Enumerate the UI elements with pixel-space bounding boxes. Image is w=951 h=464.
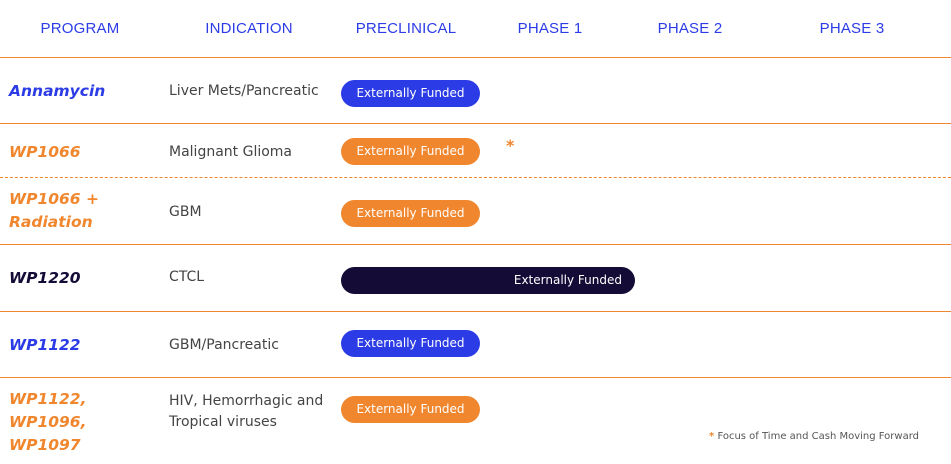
indication-annamycin: Liver Mets/Pancreatic xyxy=(169,83,319,99)
pipeline-bar-wp1220: Externally Funded xyxy=(341,267,635,294)
program-name-wp1066: WP1066 xyxy=(9,143,81,161)
header-phase-3: PHASE 3 xyxy=(819,20,885,37)
footnote-text: Focus of Time and Cash Moving Forward xyxy=(717,431,919,442)
program-name-annamycin: Annamycin xyxy=(9,82,106,100)
pipeline-bar-wp1066-radiation: Externally Funded xyxy=(341,200,480,227)
program-name-wp1066-radiation: WP1066 + Radiation xyxy=(9,190,99,231)
indication-wp1122: GBM/Pancreatic xyxy=(169,337,279,353)
header-preclinical: PRECLINICAL xyxy=(355,20,457,37)
row-divider-dashed xyxy=(0,177,951,178)
header-indication: INDICATION xyxy=(205,20,293,37)
row-divider xyxy=(0,123,951,124)
header-phase-2: PHASE 2 xyxy=(657,20,723,37)
program-name-wp1122-wp1096-wp1097: WP1122, WP1096, WP1097 xyxy=(9,390,87,454)
row-divider xyxy=(0,311,951,312)
header-phase-1: PHASE 1 xyxy=(517,20,583,37)
pipeline-bar-wp1122: Externally Funded xyxy=(341,330,480,357)
program-name-wp1220: WP1220 xyxy=(9,269,81,287)
row-divider xyxy=(0,377,951,378)
header-program: PROGRAM xyxy=(40,20,120,37)
pipeline-bar-wp1066: Externally Funded xyxy=(341,138,480,165)
row-divider xyxy=(0,57,951,58)
indication-wp1066-radiation: GBM xyxy=(169,204,202,220)
pipeline-bar-antiviral: Externally Funded xyxy=(341,396,480,423)
row-divider xyxy=(0,244,951,245)
footnote: * Focus of Time and Cash Moving Forward xyxy=(709,431,919,442)
indication-wp1220: CTCL xyxy=(169,269,205,285)
pipeline-bar-annamycin: Externally Funded xyxy=(341,80,480,107)
indication-wp1066: Malignant Glioma xyxy=(169,144,292,160)
footnote-asterisk: * xyxy=(709,431,715,442)
indication-antiviral: HIV, Hemorrhagic and Tropical viruses xyxy=(169,393,324,430)
focus-marker-asterisk: * xyxy=(506,136,515,155)
program-name-wp1122: WP1122 xyxy=(9,336,81,354)
